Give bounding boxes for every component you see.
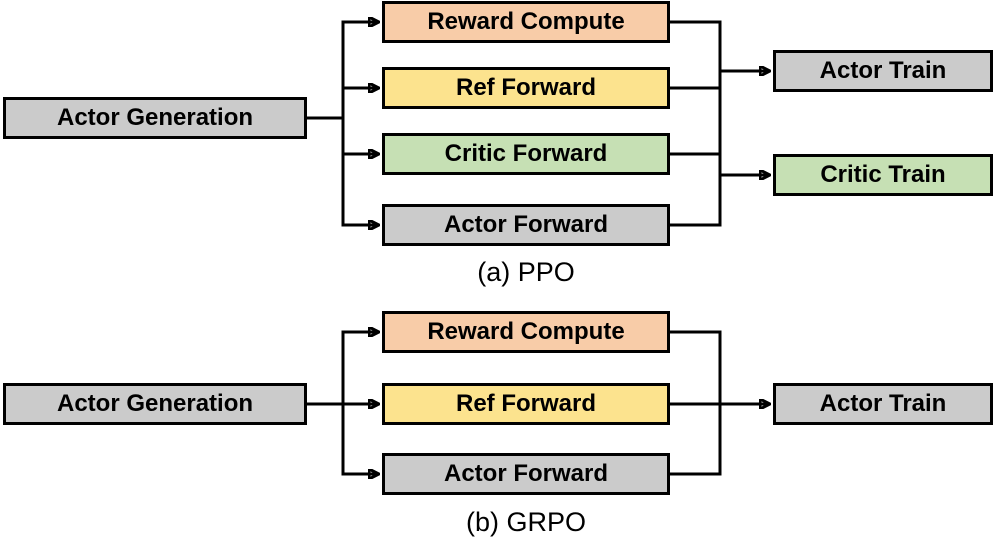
- grpo-actor-generation-box: Actor Generation: [3, 383, 307, 425]
- ppo-reward-compute-box: Reward Compute: [382, 1, 670, 43]
- ppo-caption: (a) PPO: [477, 257, 575, 287]
- grpo-reward-compute-box: Reward Compute: [382, 311, 670, 353]
- ppo-critic-train-box: Critic Train: [773, 154, 993, 196]
- ppo-connectors: [305, 22, 768, 225]
- ppo-actor-forward-box: Actor Forward: [382, 204, 670, 246]
- ppo-critic-forward-box: Critic Forward: [382, 133, 670, 175]
- grpo-connectors: [305, 332, 768, 474]
- ppo-actor-train-box: Actor Train: [773, 50, 993, 92]
- ppo-actor-generation-box: Actor Generation: [3, 97, 307, 139]
- grpo-ref-forward-box: Ref Forward: [382, 383, 670, 425]
- ppo-ref-forward-box: Ref Forward: [382, 67, 670, 109]
- grpo-actor-train-box: Actor Train: [773, 383, 993, 425]
- grpo-actor-forward-box: Actor Forward: [382, 453, 670, 495]
- grpo-caption: (b) GRPO: [465, 507, 586, 537]
